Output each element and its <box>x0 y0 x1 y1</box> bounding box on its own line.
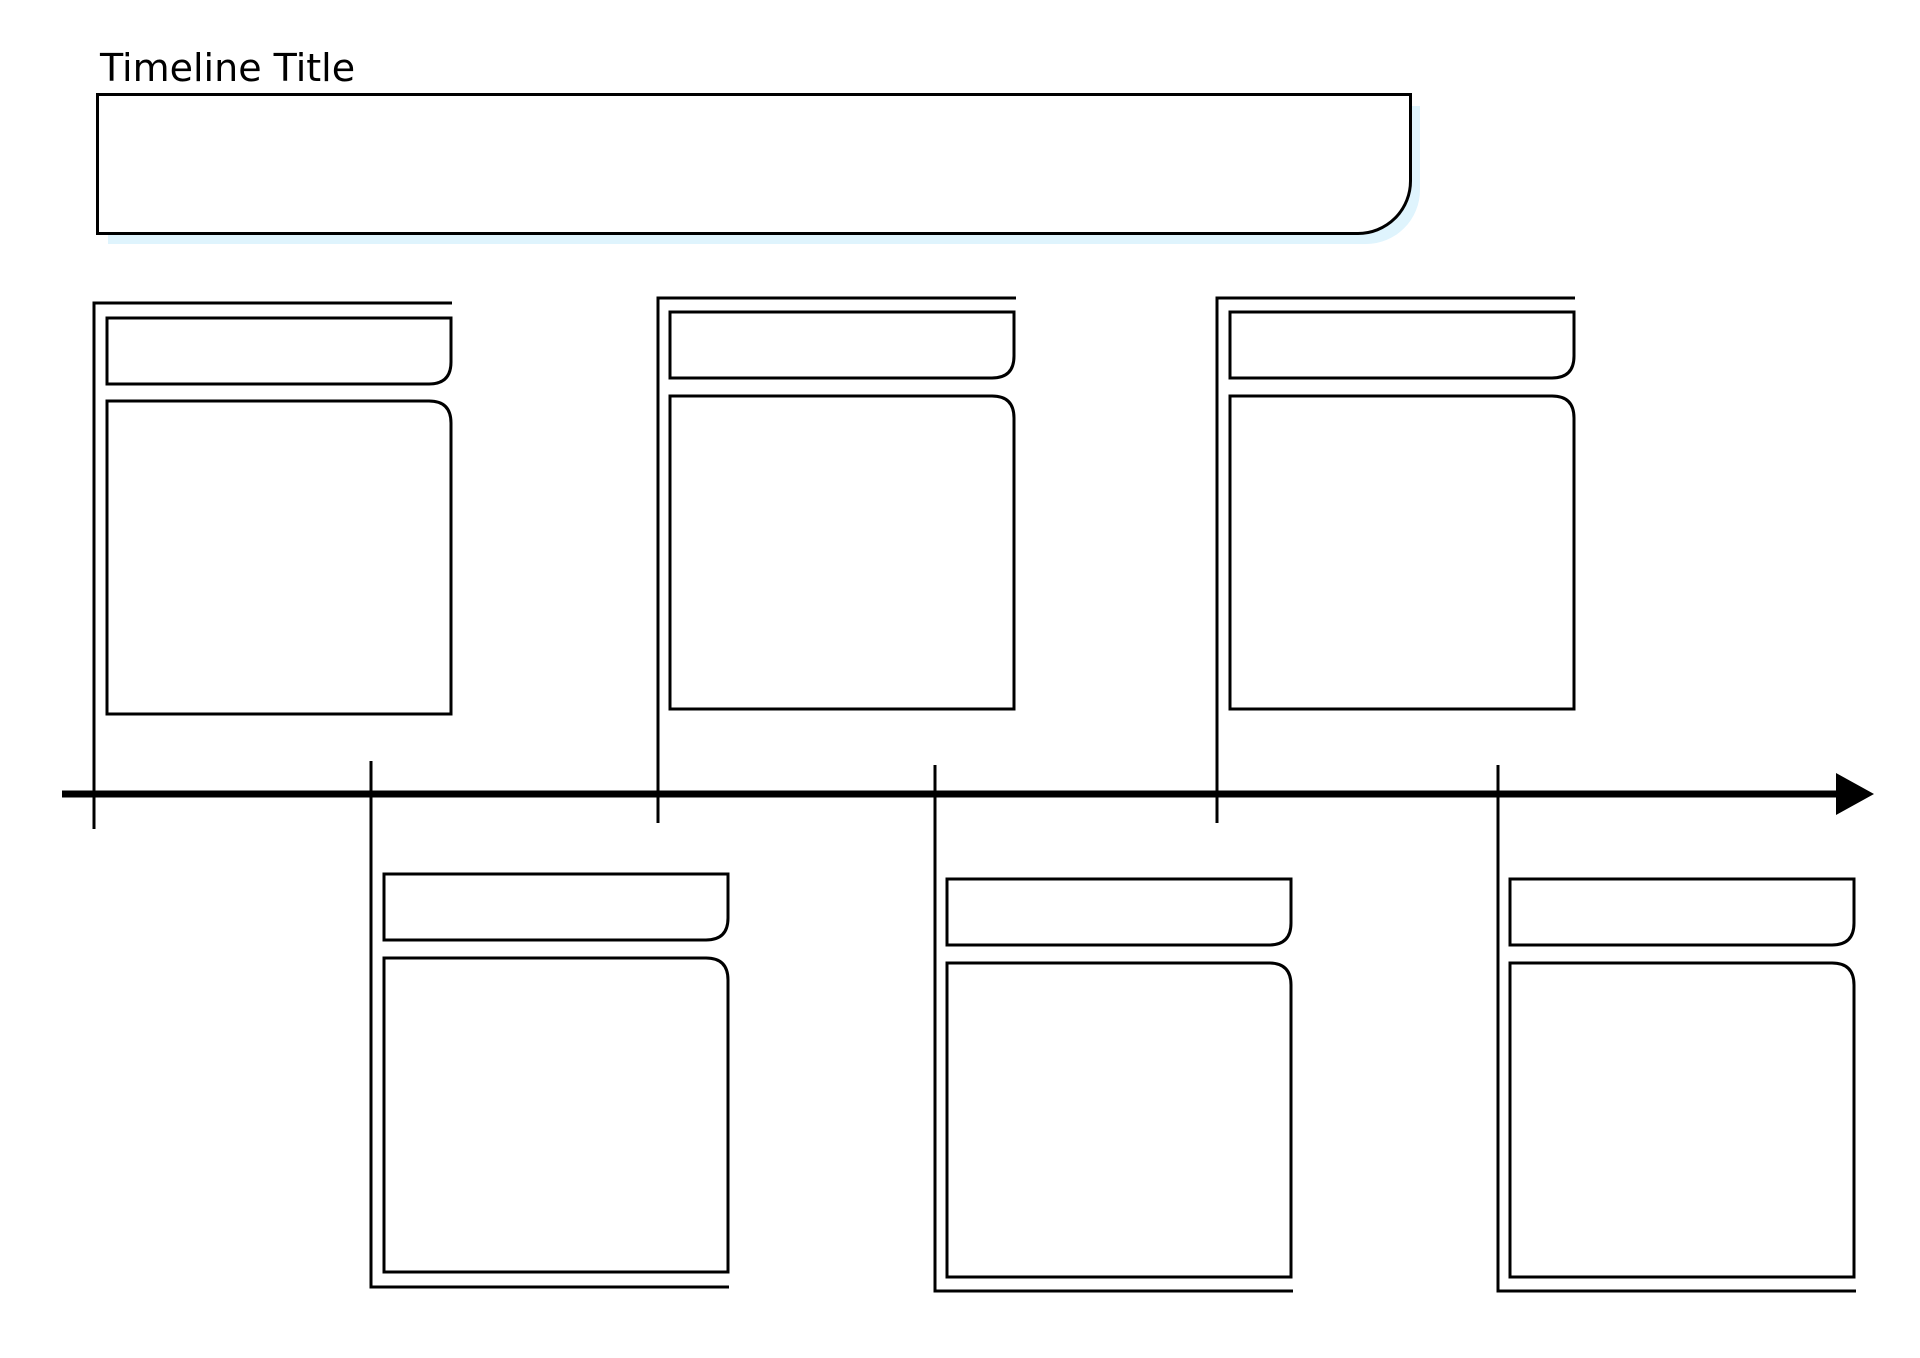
event-1-details-box[interactable] <box>105 399 453 716</box>
event-4-label-box[interactable] <box>945 877 1293 947</box>
timeline-title-box[interactable] <box>96 93 1412 235</box>
timeline-event-6[interactable] <box>1496 765 1856 1293</box>
arrow-right-icon <box>1836 773 1874 815</box>
event-5-bracket <box>1215 296 1575 823</box>
event-3-label-box[interactable] <box>668 310 1016 380</box>
event-6-label-box[interactable] <box>1508 877 1856 947</box>
event-6-details-box[interactable] <box>1508 961 1856 1279</box>
timeline-event-5[interactable] <box>1215 296 1576 823</box>
event-5-details-box[interactable] <box>1228 394 1576 711</box>
timeline-event-2[interactable] <box>369 761 730 1289</box>
timeline-title-label: Timeline Title <box>100 46 356 90</box>
event-2-details-box[interactable] <box>382 956 730 1274</box>
event-3-bracket <box>656 296 1016 823</box>
event-1-label-box[interactable] <box>105 316 453 386</box>
event-2-label-box[interactable] <box>382 872 730 942</box>
timeline-event-4[interactable] <box>933 765 1293 1293</box>
event-3-details-box[interactable] <box>668 394 1016 711</box>
event-2-bracket <box>369 761 729 1289</box>
event-1-bracket <box>92 301 452 829</box>
event-4-details-box[interactable] <box>945 961 1293 1279</box>
event-5-label-box[interactable] <box>1228 310 1576 380</box>
timeline-event-3[interactable] <box>656 296 1016 823</box>
timeline-event-1[interactable] <box>92 301 453 829</box>
event-4-bracket <box>933 765 1293 1293</box>
event-6-bracket <box>1496 765 1856 1293</box>
